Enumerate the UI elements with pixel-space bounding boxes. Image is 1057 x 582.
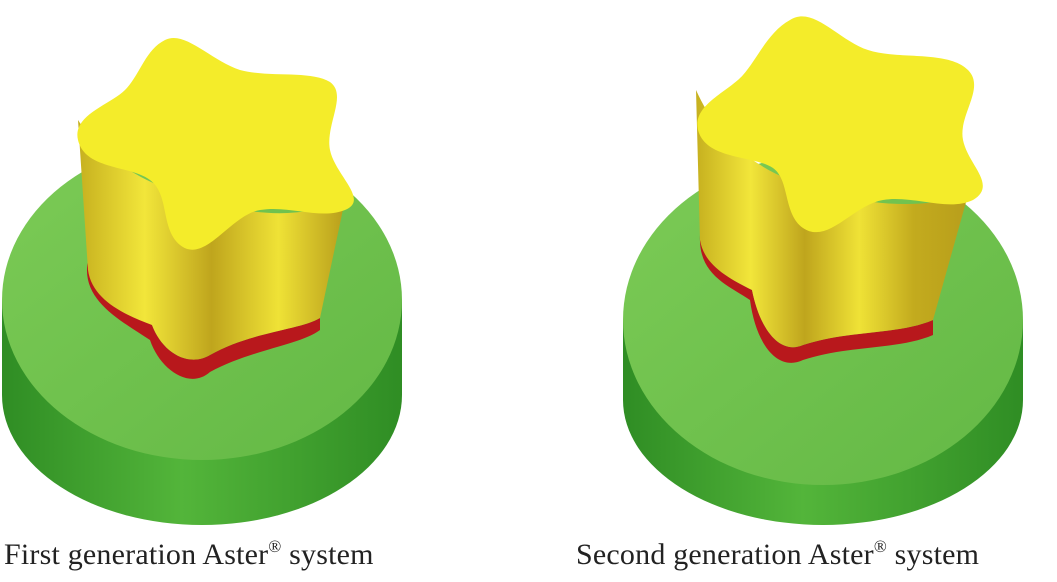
star-prism-top [697,16,983,233]
caption-text: Second generation Aster [576,538,874,571]
red-layer [699,235,933,363]
second-generation-caption: Second generation Aster® system [576,538,979,572]
second-generation-illustration [623,16,1023,525]
caption-suffix: system [886,538,980,571]
registered-mark: ® [268,537,282,556]
caption-suffix: system [281,538,374,571]
red-layer [86,260,320,379]
first-generation-panel: First generation Aster® system [0,0,528,582]
second-generation-panel: Second generation Aster® system [528,0,1057,582]
caption-text: First generation Aster [4,538,269,571]
first-generation-illustration [2,37,402,525]
registered-mark: ® [873,537,887,556]
first-generation-caption: First generation Aster® system [4,538,374,572]
star-prism-top [77,37,354,250]
